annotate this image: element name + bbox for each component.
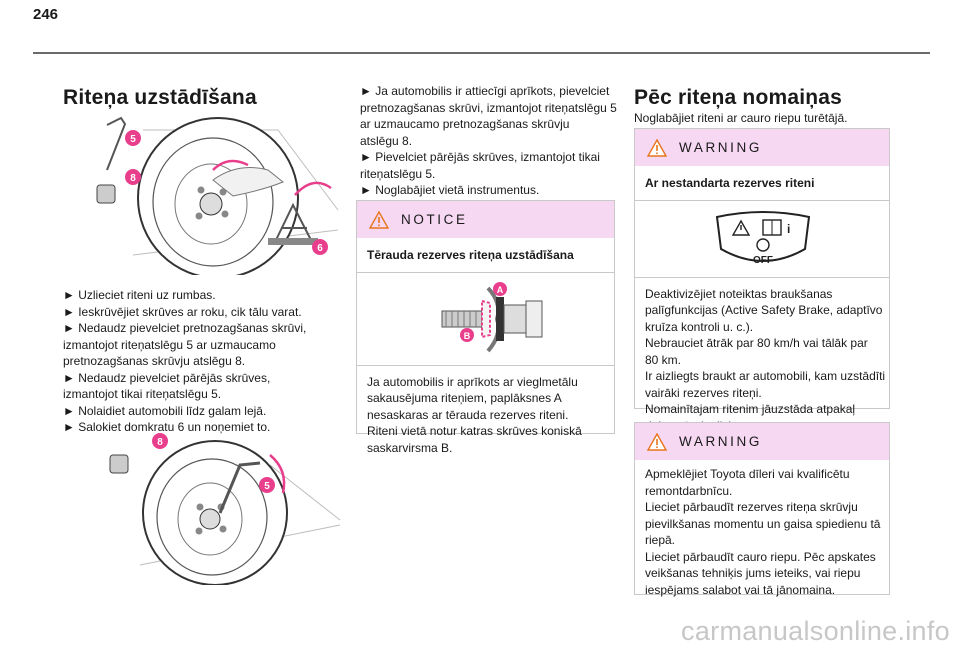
- fig1-label-6: 6: [317, 243, 323, 254]
- tighten-steps: ► Ja automobilis ir attiecīgi aprīkots, …: [360, 83, 617, 199]
- warning-triangle-icon: [369, 210, 389, 229]
- notice-text: Ja automobilis ir aprīkots ar vieglmetāl…: [367, 374, 604, 457]
- notice-line: sakausējuma riteņiem, paplāksnes A: [367, 391, 562, 405]
- warning-line: remontdarbnīcu.: [645, 483, 733, 498]
- warning-subtitle-1: Ar nestandarta rezerves riteni: [645, 176, 815, 190]
- notice-line: Ja automobilis ir aprīkots ar vieglmetāl…: [367, 374, 578, 389]
- badge-off-text: OFF: [753, 255, 773, 266]
- step-line: ► Uzlieciet riteni uz rumbas.: [63, 288, 216, 302]
- page-number: 246: [33, 6, 59, 23]
- step-line: pretnozagšanas skrūvju atslēgu 8.: [63, 354, 246, 368]
- figure-assist-off-badge: i OFF: [645, 201, 881, 277]
- step-line: ► Ieskrūvējiet skrūves ar roku, cik tālu…: [63, 304, 302, 319]
- warning-title-1: WARNING: [679, 140, 762, 155]
- step-line: ► Pievelciet pārējās skrūves, izmantojot…: [360, 150, 600, 164]
- warning-line: Nomainītajam ritenim jāuzstāda atpakaļ: [645, 402, 856, 416]
- notice-header: NOTICE: [357, 201, 614, 238]
- warning-line: Deaktivizējiet noteiktas braukšanas: [645, 286, 833, 301]
- warning-title-2: WARNING: [679, 434, 762, 449]
- step-line: pretnozagšanas skrūvi, izmantojot riteņa…: [360, 100, 617, 115]
- svg-text:i: i: [787, 222, 790, 236]
- fig1-label-5: 5: [130, 134, 136, 145]
- warning-line: kruīza kontroli u. c.).: [645, 319, 754, 334]
- notice-line: saskarvirsma B.: [367, 440, 453, 455]
- step-line: ► Salokiet domkratu 6 un noņemiet to.: [63, 420, 271, 434]
- step-line: ► Ja automobilis ir attiecīgi aprīkots, …: [360, 84, 610, 98]
- warning-line: iespējams salabot vai tā jānomaina.: [645, 582, 836, 597]
- warning-line: Apmeklējiet Toyota dīleri vai kvalificēt…: [645, 467, 850, 481]
- figure-wheel-install: 5 8 6: [63, 110, 343, 275]
- step-line: izmantojot tikai riteņatslēgu 5.: [63, 387, 222, 401]
- warning-line: pievilkšanas momentu un gaisa spiedienu …: [645, 516, 881, 531]
- warning-triangle-icon: [647, 432, 667, 451]
- fig2-label-5: 5: [264, 481, 270, 492]
- warning-line: Nebrauciet ātrāk par 80 km/h vai tālāk p…: [645, 336, 868, 350]
- warning-line: 80 km.: [645, 352, 682, 367]
- divider: [635, 276, 889, 278]
- notice-label-a: A: [496, 285, 503, 295]
- divider: [357, 271, 614, 273]
- figure-bolt: A B: [367, 273, 606, 365]
- warning-line: vairāki rezerves riteņi.: [645, 385, 762, 400]
- notice-box: NOTICE Tērauda rezerves riteņa uzstādīša…: [356, 200, 615, 455]
- install-steps: ► Uzlieciet riteni uz rumbas. ► Ieskrūvē…: [63, 287, 306, 436]
- notice-line: Riteni vietā notur katras skrūves konisk…: [367, 424, 582, 438]
- divider: [357, 364, 614, 366]
- watermark: carmanualsonline.info: [681, 616, 950, 646]
- warning-text-1: Deaktivizējiet noteiktas braukšanas palī…: [645, 286, 886, 435]
- warning-text-2: Apmeklējiet Toyota dīleri vai kvalificēt…: [635, 460, 889, 598]
- warning-box-2: WARNING Apmeklējiet Toyota dīleri vai kv…: [634, 422, 890, 598]
- warning-line: palīgfunkcijas (Active Safety Brake, ada…: [645, 303, 883, 317]
- header-divider: [33, 52, 930, 54]
- section-heading-install: Riteņa uzstādīšana: [63, 86, 257, 109]
- step-line: ► Nedaudz pievelciet pretnozagšanas skrū…: [63, 321, 307, 335]
- fig1-label-8: 8: [130, 173, 136, 184]
- step-line: ar uzmaucamo pretnozagšanas skrūvju: [360, 117, 570, 131]
- notice-line: nesaskaras ar tērauda rezerves riteni.: [367, 407, 569, 422]
- warning-triangle-icon: [647, 138, 667, 157]
- warning-header-2: WARNING: [635, 423, 889, 460]
- figure-wheel-tighten: 8 5: [90, 425, 345, 585]
- warning-line: Ir aizliegts braukt ar automobili, kam u…: [645, 369, 886, 383]
- warning-line: Lieciet pārbaudīt cauro riepu. Pēc apska…: [645, 549, 876, 564]
- after-intro: Noglabājiet riteni ar cauro riepu turētā…: [634, 111, 848, 125]
- notice-title: NOTICE: [401, 212, 468, 227]
- warning-header-1: WARNING: [635, 129, 889, 166]
- step-line: ► Nolaidiet automobili līdz galam lejā.: [63, 403, 267, 418]
- warning-line: veikšanas tehniķis jums ieteiks, vai rie…: [645, 566, 861, 580]
- fig2-label-8: 8: [157, 437, 163, 448]
- warning-line: riepā.: [645, 533, 676, 547]
- notice-label-b: B: [463, 331, 470, 341]
- step-line: ► Nedaudz pievelciet pārējās skrūves,: [63, 370, 271, 385]
- warning-box-1: WARNING Ar nestandarta rezerves riteni i…: [634, 128, 890, 433]
- section-heading-after: Pēc riteņa nomaiņas: [634, 86, 843, 109]
- step-line: riteņatslēgu 5.: [360, 166, 436, 181]
- notice-subtitle: Tērauda rezerves riteņa uzstādīšana: [367, 248, 574, 262]
- divider: [635, 199, 889, 201]
- step-line: ► Noglabājiet vietā instrumentus.: [360, 183, 540, 197]
- warning-line: Lieciet pārbaudīt rezerves riteņa skrūvj…: [645, 500, 858, 514]
- step-line: izmantojot riteņatslēgu 5 ar uzmaucamo: [63, 337, 276, 352]
- step-line: atslēgu 8.: [360, 133, 413, 148]
